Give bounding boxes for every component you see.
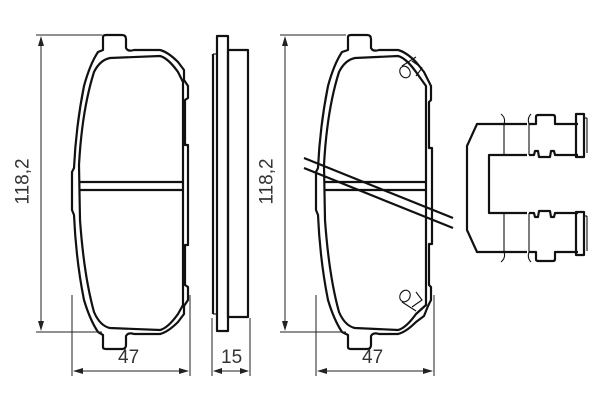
thickness-label: 15	[221, 347, 243, 368]
anti-rattle-clip-set	[465, 112, 588, 263]
width-label-right: 47	[362, 347, 384, 368]
wear-sensor-wire	[303, 156, 454, 230]
thickness-dimension	[211, 318, 251, 376]
side-view-pad	[211, 34, 250, 333]
rear-view-pad	[314, 33, 434, 351]
height-label-right: 118,2	[256, 158, 278, 205]
front-view-pad	[70, 33, 190, 351]
height-label-left: 118,2	[12, 158, 34, 205]
width-dimension-left	[71, 295, 191, 376]
width-label-left: 47	[118, 347, 140, 368]
height-dimension-right	[280, 34, 346, 333]
width-dimension-right	[315, 295, 435, 376]
height-dimension-left	[36, 34, 102, 333]
